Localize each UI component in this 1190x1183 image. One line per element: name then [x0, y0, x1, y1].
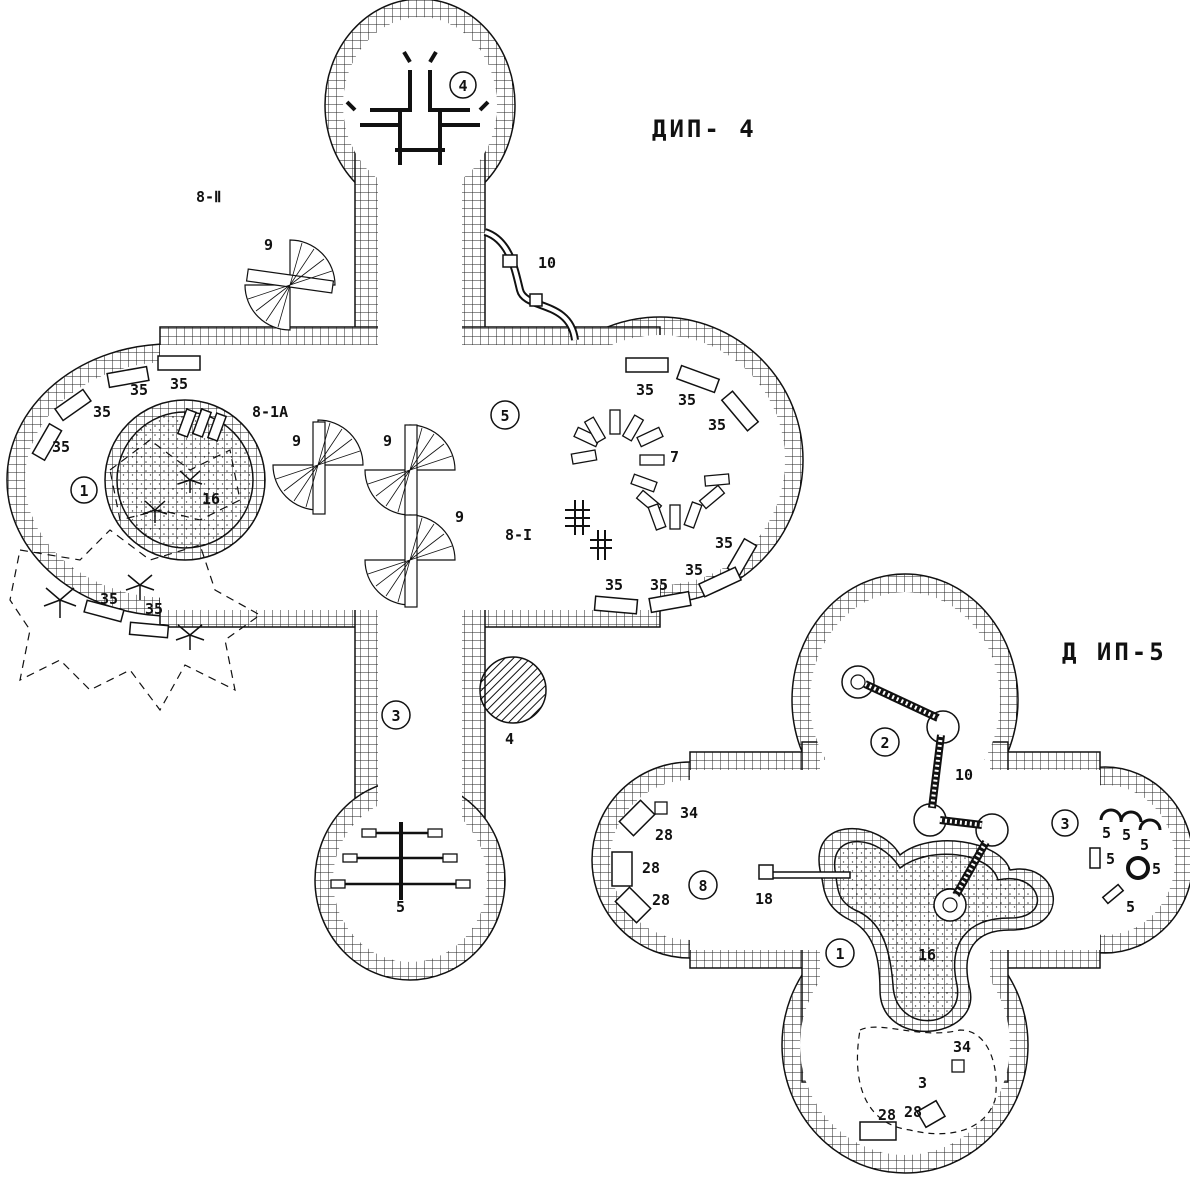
shelter-label: 28	[642, 859, 660, 877]
bench-label: 35	[650, 576, 668, 594]
zone-8-label: 8	[698, 877, 707, 895]
zone-3-label: 3	[391, 707, 400, 725]
dip5-labels: Д ИП-5 2 3 8 1 10 18 16 3 34 34 28 28 28…	[642, 638, 1167, 1124]
tree-crowns	[9, 439, 262, 712]
bench-label: 35	[636, 381, 654, 399]
stair-label: 9	[292, 432, 301, 450]
bench-label: 35	[130, 381, 148, 399]
small-items	[1089, 808, 1162, 905]
tunnel	[841, 665, 1009, 922]
dip4-plan: ДИП- 4 4 1 5 3 8-Ⅱ 8-1A 16 10 7 8-I 4 5 …	[6, 0, 804, 981]
sandbox-5	[818, 827, 1054, 1033]
rails	[330, 822, 471, 900]
shelter-label: 28	[652, 891, 670, 909]
arc-label: 7	[670, 448, 679, 466]
benches	[31, 355, 760, 639]
cross-big-label: 8-Ⅱ	[196, 188, 221, 206]
climbing-cross	[345, 50, 490, 165]
bench-label: 35	[170, 375, 188, 393]
shelter-label: 28	[904, 1103, 922, 1121]
zone-3-label: 3	[1060, 815, 1069, 833]
stair-label: 9	[455, 508, 464, 526]
dip4-labels: ДИП- 4 4 1 5 3 8-Ⅱ 8-1A 16 10 7 8-I 4 5 …	[52, 71, 757, 916]
dip5-title: Д ИП-5	[1062, 638, 1167, 666]
stair-label: 9	[264, 236, 273, 254]
bench-label: 35	[715, 534, 733, 552]
zone-4-label: 4	[458, 77, 467, 95]
arc-blocks	[570, 409, 731, 531]
bench-label: 35	[678, 391, 696, 409]
tree-stars	[43, 470, 205, 650]
tree	[479, 656, 547, 724]
zone-1-label: 1	[835, 945, 844, 963]
house-blocks	[176, 408, 228, 442]
bench-label: 35	[685, 561, 703, 579]
bench-label: 35	[708, 416, 726, 434]
bench-label: 35	[145, 600, 163, 618]
item-label: 5	[1122, 826, 1131, 844]
seesaw-label: 18	[755, 890, 773, 908]
rails-label: 5	[396, 898, 405, 916]
shelter-label: 28	[878, 1106, 896, 1124]
stump-label: 3	[918, 1074, 927, 1092]
stair-steps	[247, 242, 453, 603]
stump-zone	[856, 1026, 997, 1135]
zone-1-label: 1	[79, 482, 88, 500]
cross-small-label: 8-I	[505, 526, 532, 544]
item-label: 5	[1106, 850, 1115, 868]
tree-label: 4	[505, 730, 514, 748]
seesaw	[758, 864, 851, 880]
bench-label: 35	[52, 438, 70, 456]
bench-label: 35	[605, 576, 623, 594]
tunnel-label: 10	[955, 766, 973, 784]
sandbox-label: 16	[202, 490, 220, 508]
bench-label: 35	[100, 590, 118, 608]
zone-2-label: 2	[880, 734, 889, 752]
post-label: 34	[953, 1038, 971, 1056]
dip4-title: ДИП- 4	[652, 115, 757, 143]
sandbox-label: 16	[918, 946, 936, 964]
item-label: 5	[1140, 836, 1149, 854]
item-label: 5	[1102, 824, 1111, 842]
posts	[654, 801, 965, 1073]
slide-label: 10	[538, 254, 556, 272]
shelters	[611, 799, 947, 1141]
post-label: 34	[680, 804, 698, 822]
dip5-plan: Д ИП-5 2 3 8 1 10 18 16 3 34 34 28 28 28…	[591, 573, 1190, 1174]
house-label: 8-1A	[252, 403, 288, 421]
stair-label: 9	[383, 432, 392, 450]
item-label: 5	[1126, 898, 1135, 916]
bench-label: 35	[93, 403, 111, 421]
slide	[483, 228, 579, 341]
small-cross	[565, 500, 612, 560]
zone-5-label: 5	[500, 407, 509, 425]
item-label: 5	[1152, 860, 1161, 878]
shelter-label: 28	[655, 826, 673, 844]
